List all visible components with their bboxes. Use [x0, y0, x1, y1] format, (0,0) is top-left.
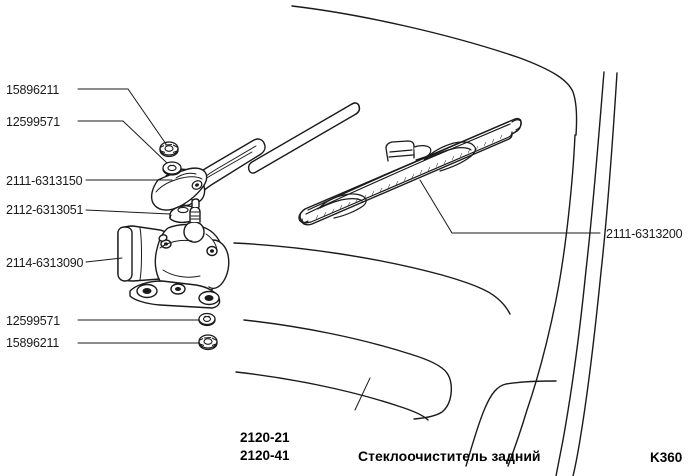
- callout-label-wiper-blade: 2111-6313200: [606, 227, 683, 241]
- flat-washer-upper: [162, 161, 182, 176]
- leader-grommet: [85, 209, 171, 215]
- callout-label-wiper-motor: 2114-6313090: [6, 256, 84, 270]
- blade-connector-line-1: [389, 149, 413, 153]
- blade-rubber-hatching: [315, 134, 503, 220]
- blade-right-tip-cap: [511, 119, 522, 131]
- gearbox-parting-line-3: [205, 233, 218, 251]
- leader-title-pointer: [354, 377, 371, 411]
- flat-washer-lower: [198, 312, 216, 327]
- wiper-arm-spring-detail: [175, 172, 197, 179]
- leader-motor: [85, 257, 123, 263]
- blade-left-tip-cap: [298, 211, 309, 224]
- wiper-arm-base-crease: [155, 176, 203, 193]
- motor-cylinder-band: [139, 227, 142, 281]
- leader-washer-upper: [77, 120, 168, 164]
- diagram-title: Стеклоочиститель задний: [358, 448, 541, 464]
- gearbox-parting-line-2: [162, 269, 201, 278]
- blade-rubber-strip: [301, 131, 513, 224]
- gearbox-parting-line-1: [159, 239, 193, 249]
- output-shaft-tip: [191, 198, 200, 208]
- leader-wiper-blade: [419, 179, 601, 234]
- leader-nut-upper: [77, 88, 167, 145]
- wiper-arm-rod-tip: [351, 102, 361, 115]
- bracket-center-hole: [175, 287, 181, 291]
- callout-label-nut-upper: 15896211: [6, 83, 60, 97]
- blade-left-yoke: [317, 193, 367, 219]
- bracket-hole-left: [142, 288, 152, 294]
- motor-end-cap: [117, 226, 133, 282]
- hex-nut-lower: [198, 334, 218, 351]
- blade-right-yoke-inner: [425, 147, 472, 160]
- rear-bumper-contour: [465, 380, 557, 467]
- wiper-arm-pivot-hole: [195, 183, 199, 187]
- motor-terminal: [158, 234, 168, 242]
- model-code-line-2: 2120-41: [240, 448, 290, 463]
- gearbox-screw-hole-2: [210, 249, 214, 253]
- blade-right-yoke: [423, 141, 476, 172]
- callout-label-grommet-seal: 2112-6313051: [6, 203, 84, 217]
- callout-label-washer-lower: 12599571: [6, 314, 61, 328]
- rear-pillar-line-2: [555, 71, 605, 476]
- blade-connector-line-2: [388, 154, 414, 158]
- trunk-lid-edge-line: [243, 319, 453, 420]
- rear-pillar-line-1: [507, 134, 576, 467]
- output-shaft-boss: [183, 221, 205, 243]
- rear-pillar-line-3: [572, 72, 618, 476]
- bracket-hole-right: [204, 295, 214, 301]
- rear-window-upper-edge: [291, 5, 578, 136]
- wiper-arm-base-cap: [150, 167, 208, 211]
- blade-left-yoke-inner: [319, 198, 363, 209]
- callout-label-wiper-arm: 2111-6313150: [6, 174, 83, 188]
- body-lower-crease: [235, 371, 429, 421]
- blade-connector-clip: [413, 145, 432, 161]
- blade-spine-line: [305, 123, 511, 215]
- callout-label-washer-upper: 12599571: [6, 115, 61, 129]
- output-shaft-threads: [190, 211, 200, 220]
- body-crease-upper: [233, 242, 511, 315]
- hex-nut-upper: [159, 141, 179, 158]
- callout-label-nut-lower: 15896211: [6, 336, 60, 350]
- sheet-code: K360: [650, 450, 683, 465]
- model-code-line-1: 2120-21: [240, 430, 290, 445]
